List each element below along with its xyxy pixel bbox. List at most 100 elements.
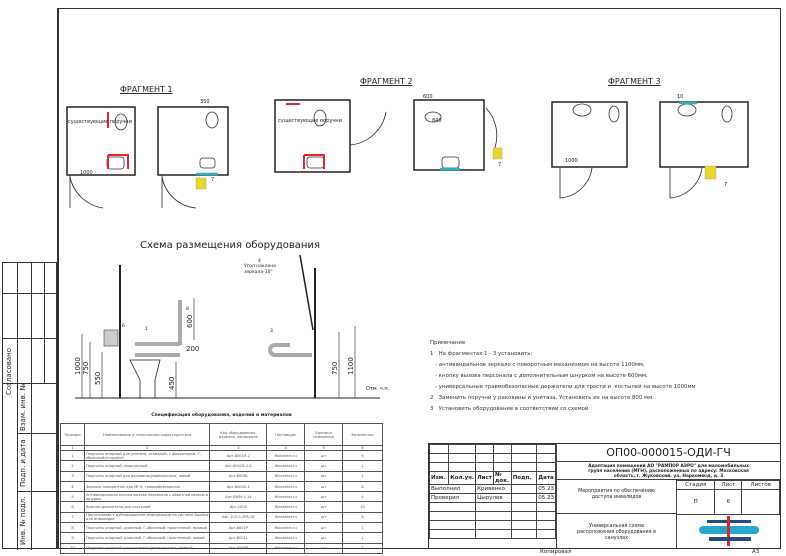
person-name: Кривенко <box>475 484 512 494</box>
spec-cell: 1 <box>342 542 383 554</box>
drawing-frame <box>57 8 781 549</box>
spec-cell: Hlbcenter.ru <box>266 491 306 503</box>
spec-cell: 8 <box>60 522 85 534</box>
spec-cell: Поручень опорный, длинный, Г-образный, п… <box>83 532 211 544</box>
spec-cell: Арт.8008L <box>209 470 268 482</box>
sheets-value <box>741 489 780 515</box>
col-label: № док. <box>492 471 512 485</box>
spec-cell: Арт.8001Я-1-2 <box>209 460 268 472</box>
spec-cell: 9 <box>60 532 85 544</box>
spec-cell: Арт.1003 <box>209 501 268 513</box>
dim-label: 600 <box>423 94 433 100</box>
dim-750-right: 750 <box>331 362 339 375</box>
spec-cell: Hlbcenter.ru <box>266 460 306 472</box>
sheet-header: Лист <box>714 480 743 490</box>
spec-cell: шт <box>304 501 344 513</box>
date: 05.23 <box>536 484 556 494</box>
dim-1100: 1100 <box>347 357 355 375</box>
spec-cell: Hlbcenter.ru <box>266 511 306 524</box>
spec-header-row: Позиция Наименование и техническая харак… <box>60 423 383 446</box>
col-label: Лист <box>475 471 494 485</box>
spec-cell: шт <box>304 511 344 524</box>
notes-title: Примечание <box>430 340 466 346</box>
spec-cell: шт <box>304 522 344 534</box>
spec-cell: 5 <box>342 449 383 462</box>
header-cell: Позиция <box>60 423 85 446</box>
spec-cell: Крючки-держатели для костылей <box>83 501 211 513</box>
spec-cell: 10 <box>60 542 85 554</box>
spec-cell: 4 <box>342 511 383 524</box>
existing-rails-label-2: существующие поручни <box>278 118 342 124</box>
spec-cell: Hlbcenter.ru <box>266 449 306 462</box>
spec-cell: 7 <box>60 511 85 524</box>
sheet-title: Универсальная схема расположения оборудо… <box>556 514 676 548</box>
dim-750: 750 <box>82 362 90 375</box>
sink-icon <box>106 156 125 170</box>
spec-cell: 1 <box>342 522 383 534</box>
spec-cell: Антивандальная кнопка вызова персонала с… <box>83 491 211 503</box>
note-item: - антивандальное зеркало с поворотным ме… <box>430 362 645 368</box>
callout-label: 4 <box>258 258 261 264</box>
note-item: 2 Заменить поручни у раковины и унитаза.… <box>430 395 654 401</box>
spec-cell: Поручень опорный, длинный, Г-образный, п… <box>83 522 211 534</box>
spec-cell: 5 <box>60 491 85 503</box>
spec-table: Позиция Наименование и техническая харак… <box>60 423 383 554</box>
sink-rail-drawing <box>268 343 312 357</box>
callout-label: 7 <box>724 182 727 188</box>
call-button-drawing <box>103 329 119 347</box>
spec-cell: 4 <box>342 480 383 493</box>
dim-200: 200 <box>186 345 199 353</box>
spec-cell: шт <box>304 480 344 493</box>
mirror-note: Угол наклона <box>244 263 276 269</box>
col-label: Дата <box>536 471 556 485</box>
spec-cell: Hlbcenter.ru <box>266 532 306 544</box>
copied-label: Копировал <box>540 549 572 555</box>
stage-header: Стадия <box>675 480 716 490</box>
toilet-side-drawing <box>129 359 161 399</box>
spec-cell: Hlbcenter.ru <box>266 501 306 513</box>
spec-cell: 1 <box>342 470 383 482</box>
spec-cell: Арт.103-0-2Р8-18 <box>209 511 268 524</box>
callout-label: 6 <box>122 323 125 329</box>
spec-cell: Арт.8008Р <box>209 542 268 554</box>
sheets-header: Листов <box>741 480 780 490</box>
callout-label: 7 <box>211 177 214 183</box>
col-label: Кол.уч. <box>448 471 477 485</box>
spec-cell: шт <box>304 449 344 462</box>
dim-450: 450 <box>168 377 176 390</box>
spec-cell: 4 <box>342 491 383 503</box>
floor-mark: Отм. ч.п. <box>366 386 390 392</box>
date: 05.23 <box>536 493 556 503</box>
spec-cell: шт <box>304 491 344 503</box>
dim-label: 840 <box>432 118 442 124</box>
sheet-value: 6 <box>714 489 743 515</box>
spec-cell: шт <box>304 460 344 472</box>
spec-cell: Арт.8001Я-2 <box>209 449 268 462</box>
dim-label: 1000 <box>80 170 93 176</box>
spec-cell: Поручень опорный для унитаза, откидной, … <box>83 449 211 462</box>
fragment-2-title: ФРАГМЕНТ 2 <box>360 77 413 86</box>
callout-label: 1 <box>145 326 148 332</box>
spec-cell: шт <box>304 470 344 482</box>
spec-cell: Hlbcenter.ru <box>266 470 306 482</box>
spec-cell: 10 <box>342 501 383 513</box>
tactile-signs <box>195 147 717 190</box>
spec-cell: шт <box>304 532 344 544</box>
mirror-note: зеркала-10° <box>244 269 273 275</box>
spec-cell: Арт.8000S-1 <box>209 480 268 493</box>
title-block: Изм. Кол.уч. Лист № док. Подп. Дата Выпо… <box>428 443 781 549</box>
company-logo <box>676 514 780 548</box>
door-swing <box>69 176 104 209</box>
note-item: - универсальные травмобезопасные держате… <box>430 384 696 390</box>
spec-cell: Арт.BWM-1-14 <box>209 491 268 503</box>
dim-label: 1000 <box>565 158 578 164</box>
grab-bar-drawing <box>135 300 182 357</box>
